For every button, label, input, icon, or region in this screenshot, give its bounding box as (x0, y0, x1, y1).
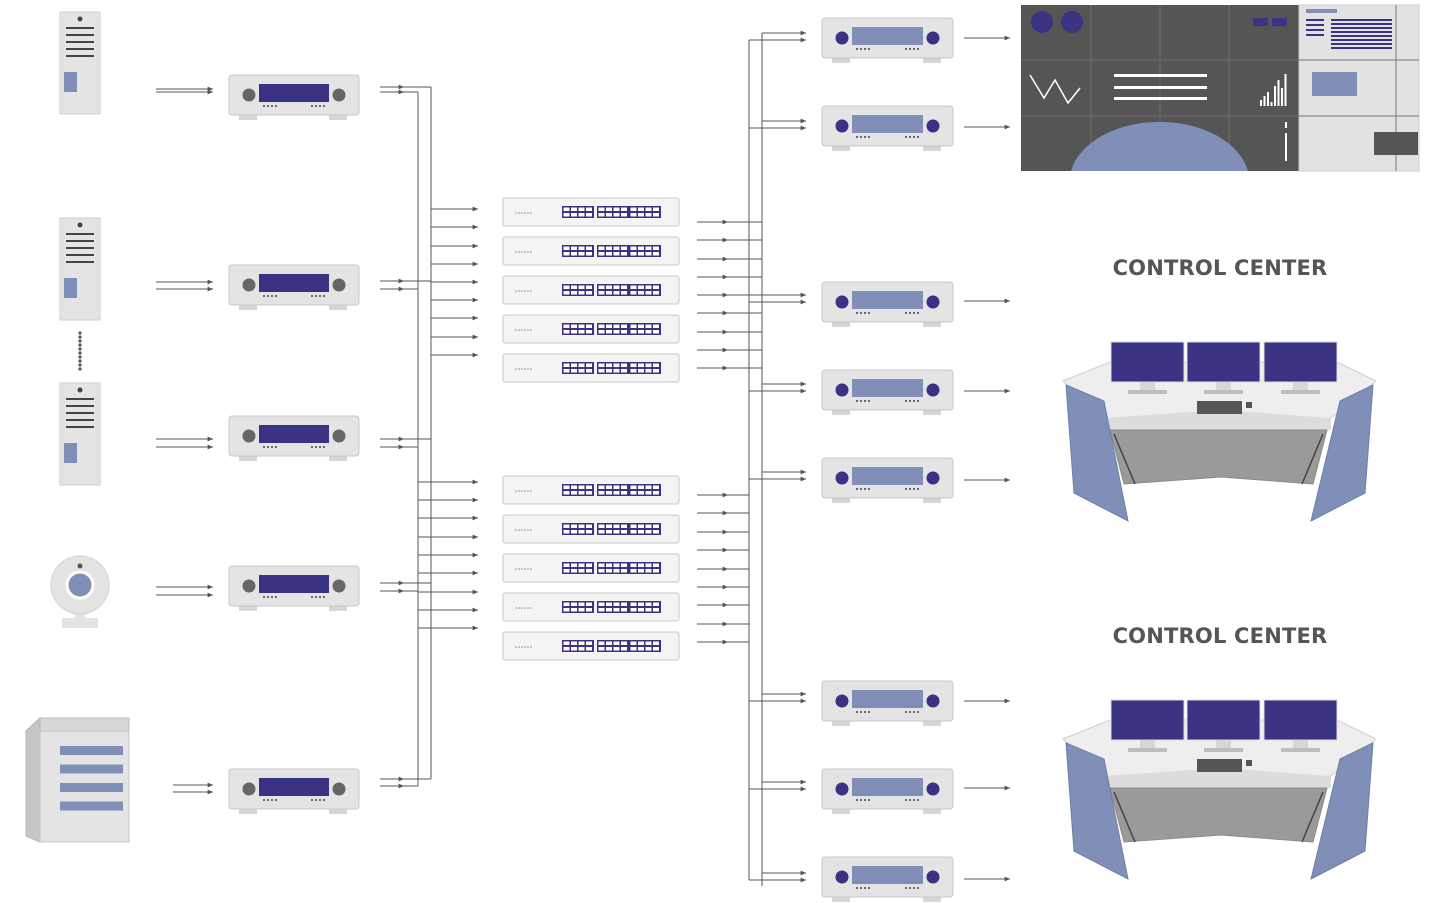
control-desk-icon (1062, 341, 1377, 522)
encoder-icon (228, 264, 360, 310)
pc-tower-icon (59, 217, 101, 321)
decoder-icon (821, 680, 954, 726)
control-center-label: CONTROL CENTER (1112, 624, 1328, 648)
network-switch-icon (502, 631, 680, 661)
connection-lines (156, 30, 1010, 886)
encoder-icon (228, 415, 360, 461)
network-switch-icon (502, 197, 680, 227)
network-switch-icon (502, 475, 680, 505)
network-switch-icon (502, 275, 680, 305)
decoder-icon (821, 369, 954, 415)
decoder-icon (821, 457, 954, 503)
network-switch-icon (502, 236, 680, 266)
network-switch-icon (502, 553, 680, 583)
decoders-group (821, 17, 954, 902)
network-switch-icon (502, 314, 680, 344)
decoder-icon (821, 281, 954, 327)
encoder-icon (228, 565, 360, 611)
pc-tower-icon (59, 382, 101, 486)
network-switch-icon (502, 514, 680, 544)
encoder-icon (228, 768, 360, 814)
network-switch-icon (502, 592, 680, 622)
decoder-icon (821, 17, 954, 63)
ip-camera-icon (50, 555, 110, 628)
decoder-icon (821, 105, 954, 151)
switches-group (502, 197, 680, 661)
server-icon (24, 716, 130, 843)
video-wall-icon (1021, 4, 1420, 172)
encoder-icon (228, 74, 360, 120)
encoders-group (228, 74, 360, 814)
decoder-icon (821, 768, 954, 814)
pc-tower-icon (59, 11, 101, 115)
decoder-icon (821, 856, 954, 902)
sources-group (24, 11, 130, 843)
network-switch-icon (502, 353, 680, 383)
control-center-label: CONTROL CENTER (1112, 256, 1328, 280)
control-desk-icon (1062, 699, 1377, 880)
